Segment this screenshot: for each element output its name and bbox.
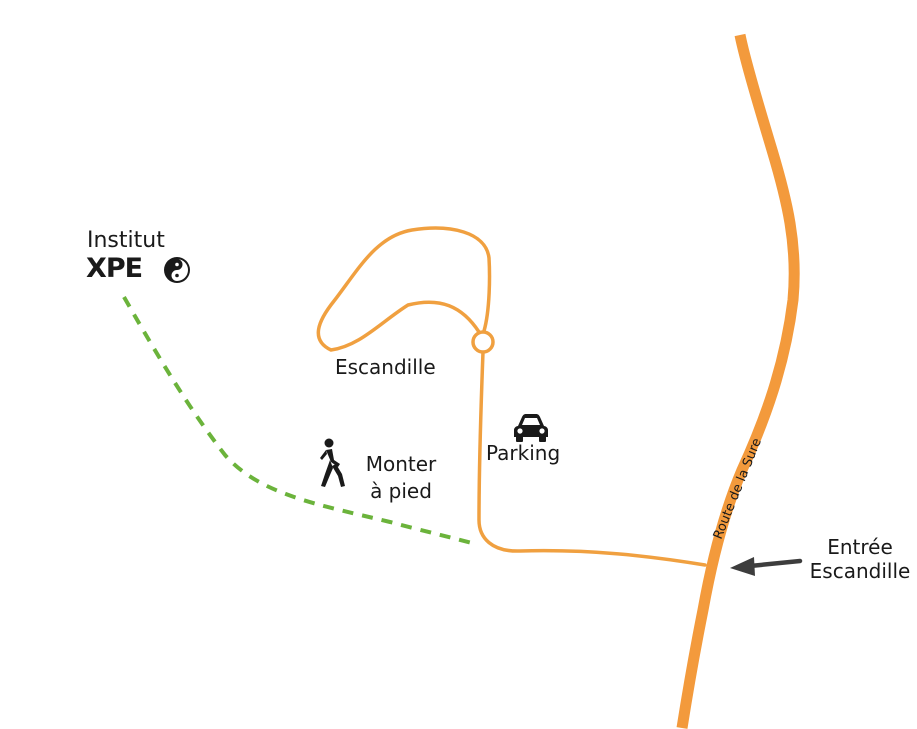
road-name: Route de la Sure — [711, 436, 765, 541]
main-road — [676, 33, 800, 729]
entrance-label-line2: Escandille — [809, 559, 911, 583]
access-track — [477, 350, 707, 567]
entrance-label-line1: Entrée — [827, 535, 893, 559]
institute-logo: XPE — [86, 253, 143, 284]
institute-label: Institut — [87, 228, 165, 253]
arrow-left-icon — [730, 557, 803, 576]
escandille-label: Escandille — [335, 355, 436, 379]
walk-label-line1: Monter — [365, 452, 437, 476]
walk-label-line2: à pied — [370, 479, 432, 503]
track-loop — [316, 226, 492, 352]
footpath — [122, 296, 473, 545]
pedestrian-icon — [320, 438, 345, 487]
roundabout — [471, 330, 495, 354]
car-icon — [514, 414, 548, 442]
parking-label: Parking — [486, 441, 561, 465]
entrance-label: Entrée Escandille — [804, 535, 916, 583]
walk-label: Monter à pied — [356, 452, 446, 503]
yin-yang-icon — [164, 257, 190, 283]
